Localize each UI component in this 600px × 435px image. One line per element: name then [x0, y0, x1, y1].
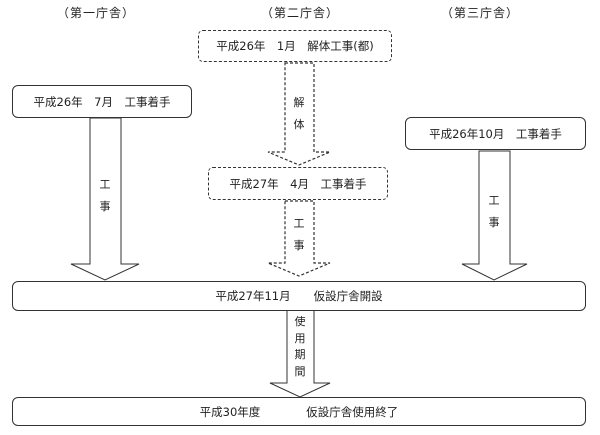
- second-construction-label: 工 事: [293, 217, 305, 252]
- usage-period-label: 使 用 期 間: [294, 315, 306, 378]
- third-start-box: 平成26年10月 工事着手: [405, 117, 586, 150]
- header-second-building: （第二庁舎）: [260, 6, 340, 20]
- header-first-building: （第一庁舎）: [56, 6, 136, 20]
- first-start-box: 平成26年 7月 工事着手: [12, 85, 192, 118]
- demolition-box: 平成26年 1月 解体工事(都): [198, 30, 392, 62]
- usage-period-arrow: [269, 309, 331, 398]
- header-third-building: （第三庁舎）: [440, 6, 520, 20]
- second-demolition-label: 解 体: [293, 96, 305, 131]
- first-construction-arrow: [70, 117, 140, 281]
- second-start-box: 平成27年 4月 工事着手: [208, 167, 388, 200]
- second-demolition-arrow: [267, 62, 331, 166]
- temporary-office-open-box: 平成27年11月 仮設庁舎開設: [12, 281, 586, 311]
- first-construction-label: 工 事: [99, 178, 111, 213]
- second-construction-arrow: [267, 200, 331, 277]
- temporary-office-end-box: 平成30年度 仮設庁舎使用終了: [12, 397, 586, 426]
- third-construction-arrow: [461, 150, 528, 281]
- third-construction-label: 工 事: [488, 194, 500, 229]
